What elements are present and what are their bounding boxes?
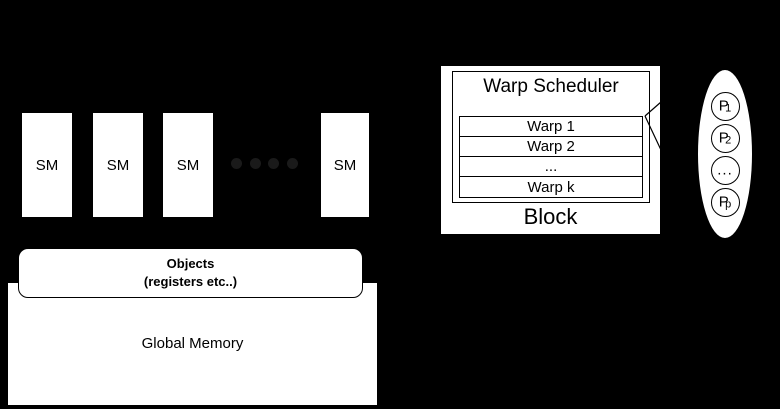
processor-label-base: P	[718, 193, 729, 211]
warp-scheduler-title: Warp Scheduler	[483, 76, 619, 97]
sm-box-3: SM	[162, 112, 214, 218]
warp-row: Warp k	[460, 177, 642, 197]
warp-row-label: ...	[544, 158, 558, 175]
global-memory-label: Global Memory	[141, 335, 244, 352]
processor-label-subscript: p	[725, 198, 732, 211]
sm-ellipsis-dots	[231, 158, 298, 169]
block-label: Block	[523, 204, 578, 229]
processor-circle-1: P 1	[710, 91, 740, 121]
objects-title: Objects	[166, 256, 215, 272]
warp-row-label: Warp 1	[527, 118, 575, 135]
sm-box-label: SM	[333, 156, 357, 174]
warp-row: ...	[460, 157, 642, 177]
sm-box-label: SM	[35, 156, 59, 174]
processor-circle-2: P 2	[710, 123, 740, 153]
processor-label-subscript: 2	[725, 134, 732, 147]
ellipsis-dot-icon	[231, 158, 242, 169]
global-memory-box: Global Memory	[7, 282, 378, 406]
warp-row: Warp 1	[460, 117, 642, 137]
processor-label-base: P	[718, 129, 729, 147]
sm-box-2: SM	[92, 112, 144, 218]
processor-label-base: ...	[717, 161, 733, 179]
objects-box: Objects (registers etc..)	[18, 248, 363, 298]
processor-circle-p: P p	[710, 187, 740, 217]
sm-box-label: SM	[106, 156, 130, 174]
processor-ellipse: P 1 P 2 ... P p	[697, 69, 753, 239]
ellipsis-dot-icon	[268, 158, 280, 169]
processor-label-base: P	[718, 97, 729, 115]
sm-box-label: SM	[176, 156, 200, 174]
warp-list: Warp 1 Warp 2 ... Warp k	[459, 116, 643, 198]
processor-circle-ellipsis: ...	[710, 155, 740, 185]
warp-row-label: Warp 2	[527, 138, 575, 155]
objects-subtitle: (registers etc..)	[143, 273, 238, 289]
ellipsis-dot-icon	[286, 158, 298, 169]
warp-row-label: Warp k	[527, 178, 575, 196]
sm-box-1: SM	[21, 112, 73, 218]
warp-row: Warp 2	[460, 137, 642, 157]
processor-label-subscript: 1	[725, 102, 732, 115]
sm-box-4: SM	[320, 112, 370, 218]
ellipsis-dot-icon	[249, 158, 261, 169]
